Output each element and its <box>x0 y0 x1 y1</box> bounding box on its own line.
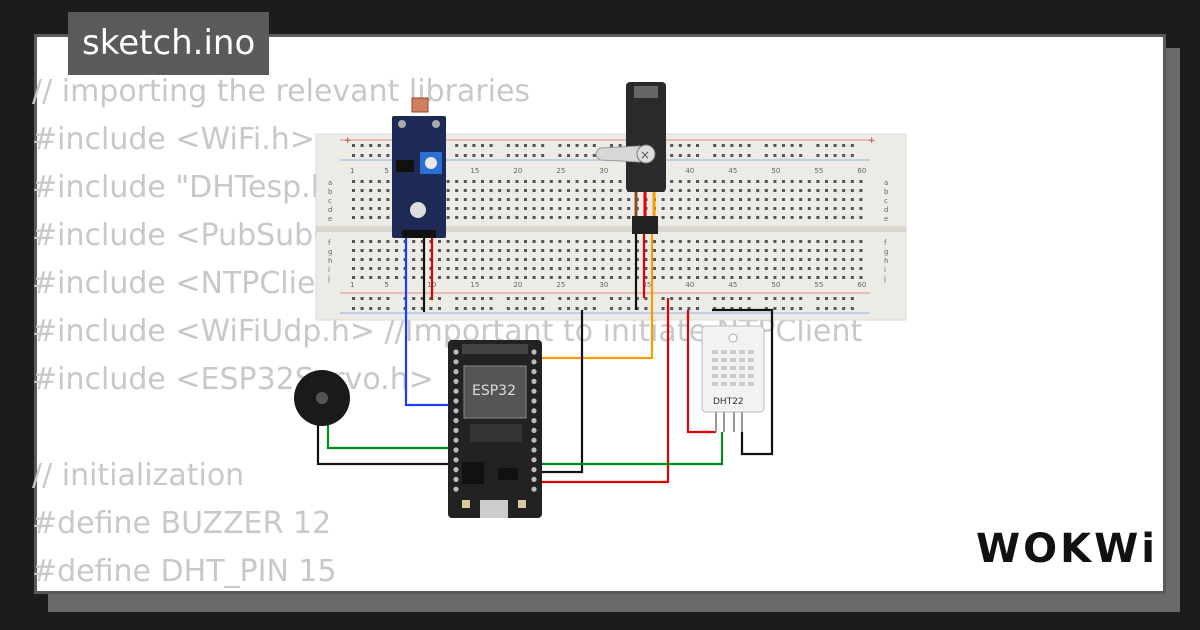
breadboard-column-number: 60 <box>857 281 866 289</box>
breadboard-column-number: 55 <box>814 167 823 175</box>
breadboard-row-letter: e <box>884 215 888 223</box>
code-line: // initialization <box>32 458 245 493</box>
wire-black-rail[interactable] <box>540 310 584 474</box>
breadboard-column-number: 5 <box>384 167 388 175</box>
breadboard-column-number: 55 <box>814 281 823 289</box>
breadboard-column-number: 40 <box>685 281 694 289</box>
breadboard-column-number: 20 <box>513 167 522 175</box>
breadboard-row-letter: f <box>884 239 887 247</box>
wokwi-logo: WOKWi <box>976 526 1158 572</box>
file-title: sketch.ino <box>68 12 270 75</box>
breadboard-column-number: 1 <box>350 167 354 175</box>
esp32-board[interactable]: ESP32 <box>448 340 542 518</box>
wire-orange[interactable] <box>540 230 654 360</box>
breadboard-column-number: 50 <box>771 167 780 175</box>
breadboard-column-number: 5 <box>384 281 388 289</box>
breadboard-row-letter: f <box>328 239 331 247</box>
breadboard-column-number: 15 <box>470 167 479 175</box>
breadboard-row-letter: j <box>883 275 886 283</box>
breadboard-row-letter: i <box>884 266 886 274</box>
code-line: // importing the relevant libraries <box>32 74 531 109</box>
code-line: #include <WiFi.h> <box>32 122 315 157</box>
breadboard-column-number: 1 <box>350 281 354 289</box>
wire-red-rail[interactable] <box>540 298 670 484</box>
breadboard-column-number: 30 <box>599 281 608 289</box>
esp32-label: ESP32 <box>472 383 516 399</box>
breadboard-row-letter: b <box>884 188 889 196</box>
breadboard-row-letter: j <box>327 275 330 283</box>
wire-blue[interactable] <box>404 238 452 407</box>
svg-text:+: + <box>868 136 876 146</box>
breadboard-row-letter: d <box>328 206 332 214</box>
code-line: #define DHT_PIN 15 <box>32 554 337 589</box>
breadboard-column-number: 25 <box>556 167 565 175</box>
breadboard-row-letter: a <box>884 179 888 187</box>
wire-black-dht[interactable] <box>712 308 774 456</box>
breadboard-row-letter: e <box>328 215 332 223</box>
breadboard-row-letter: h <box>328 257 332 265</box>
breadboard-column-number: 50 <box>771 281 780 289</box>
wire-red-dht[interactable] <box>686 310 716 434</box>
breadboard-column-number: 60 <box>857 167 866 175</box>
breadboard-column-number: 45 <box>728 167 737 175</box>
servo-motor[interactable]: × <box>595 82 666 234</box>
breadboard-column-number: 30 <box>599 167 608 175</box>
breadboard-row-letter: g <box>884 248 888 256</box>
ldr-sensor-module[interactable] <box>392 97 446 238</box>
breadboard-row-letter: i <box>328 266 330 274</box>
svg-text:×: × <box>640 148 650 162</box>
breadboard-row-letter: b <box>328 188 333 196</box>
svg-text:+: + <box>344 136 352 146</box>
breadboard-row-letter: c <box>328 197 332 205</box>
breadboard-row-letter: a <box>328 179 332 187</box>
wire-green-dht[interactable] <box>540 432 724 466</box>
wires <box>316 230 774 484</box>
code-line: #define BUZZER 12 <box>32 506 332 541</box>
breadboard-column-number: 35 <box>642 281 651 289</box>
breadboard-column-number: 20 <box>513 281 522 289</box>
breadboard-row-letter: h <box>884 257 888 265</box>
wire-buzzer-green[interactable] <box>326 420 452 450</box>
breadboard-row-letter: d <box>884 206 888 214</box>
breadboard-row-letter: c <box>884 197 888 205</box>
breadboard-column-number: 40 <box>685 167 694 175</box>
dht22-sensor[interactable]: DHT22 <box>701 325 765 432</box>
code-line: #include <ESP32Servo.h> <box>32 362 434 397</box>
breadboard-column-number: 15 <box>470 281 479 289</box>
breadboard-column-number: 25 <box>556 281 565 289</box>
wire-buzzer-black[interactable] <box>316 420 452 466</box>
breadboard-row-letter: g <box>328 248 332 256</box>
breadboard-column-number: 45 <box>728 281 737 289</box>
buzzer[interactable] <box>294 370 350 426</box>
dht-label: DHT22 <box>713 397 744 407</box>
